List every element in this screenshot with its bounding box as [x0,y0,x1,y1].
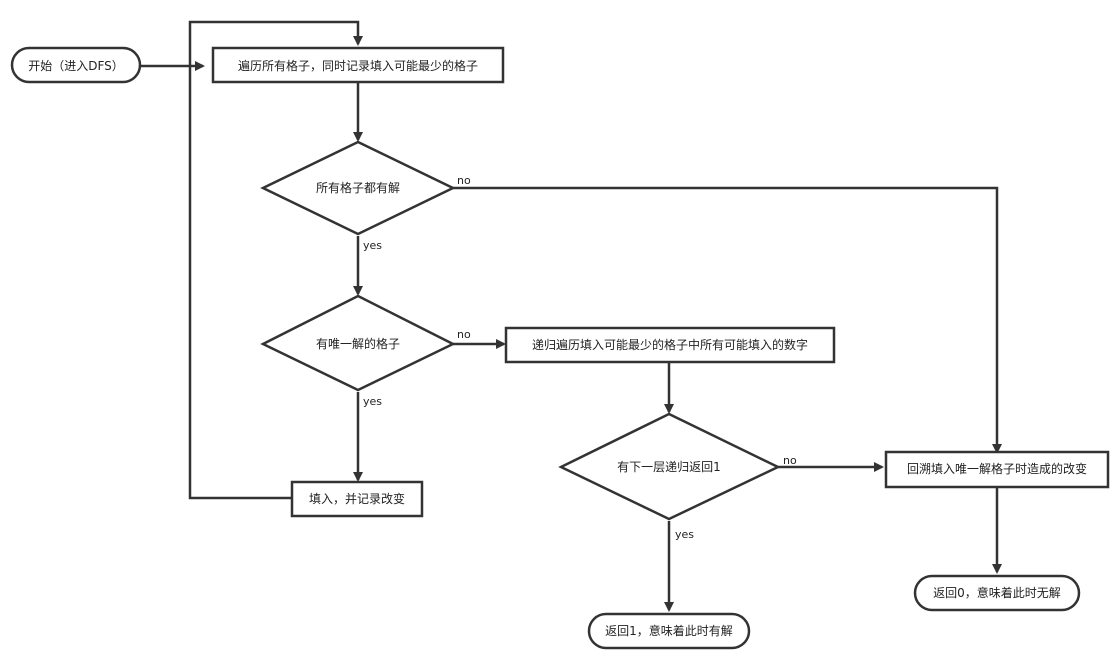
start-terminal: 开始（进入DFS） [10,46,142,84]
recurse-label: 递归遍历填入可能最少的格子中所有可能填入的数字 [532,337,808,352]
all-solved-yes-label: yes [363,239,382,252]
recurse-process: 递归遍历填入可能最少的格子中所有可能填入的数字 [504,326,836,364]
edge-fill-loop-back [188,20,363,500]
next-yes-label: yes [675,528,694,541]
traverse-process: 遍历所有格子，同时记录填入可能最少的格子 [211,46,505,84]
next-return-decision: 有下一层递归返回1 [558,412,781,521]
return0-terminal: 返回0，意味着此时无解 [913,574,1081,612]
fill-process: 填入，并记录改变 [290,480,424,518]
next-no-label: no [783,454,797,467]
all-solved-decision: 所有格子都有解 [260,140,456,236]
all-solved-label: 所有格子都有解 [316,180,400,195]
backtrack-process: 回溯填入唯一解格子时造成的改变 [884,450,1110,489]
unique-cell-label: 有唯一解的格子 [316,336,400,351]
next-return-label: 有下一层递归返回1 [617,460,721,474]
traverse-label: 遍历所有格子，同时记录填入可能最少的格子 [238,58,478,73]
unique-cell-decision: 有唯一解的格子 [260,294,456,392]
start-label: 开始（进入DFS） [28,59,124,73]
edge-all-solved-no [453,186,1002,454]
unique-yes-label: yes [363,395,382,408]
fill-label: 填入，并记录改变 [309,491,405,506]
return1-terminal: 返回1，意味着此时有解 [587,612,751,650]
all-solved-no-label: no [457,174,471,187]
backtrack-label: 回溯填入唯一解格子时造成的改变 [907,461,1087,476]
return0-label: 返回0，意味着此时无解 [933,585,1061,600]
return1-label: 返回1，意味着此时有解 [605,623,733,638]
unique-no-label: no [457,328,471,341]
